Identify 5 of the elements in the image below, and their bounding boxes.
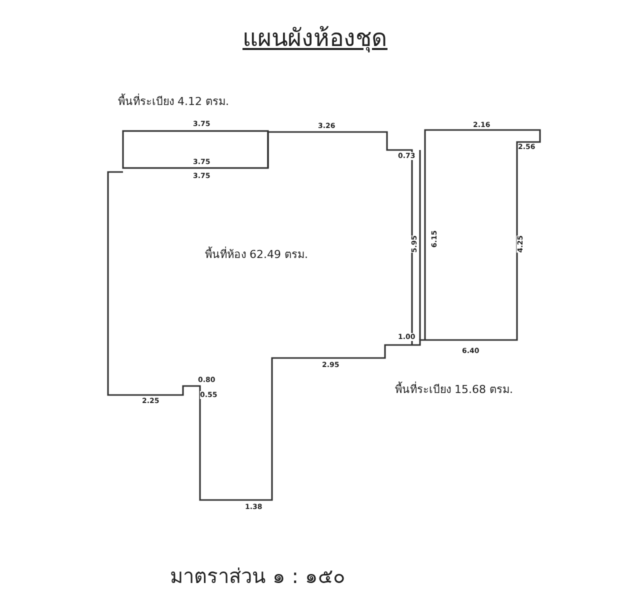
area-label: พื้นที่ระเบียง 15.68 ตรม. xyxy=(395,380,513,398)
area-label: พื้นที่ห้อง 62.49 ตรม. xyxy=(205,246,308,263)
area-label: พื้นที่ระเบียง 4.12 ตรม. xyxy=(118,92,229,110)
plan-title: แผนผังห้องชุด xyxy=(242,23,388,54)
scale-label: มาตราส่วน ๑ : ๑๕๐ xyxy=(170,563,345,590)
